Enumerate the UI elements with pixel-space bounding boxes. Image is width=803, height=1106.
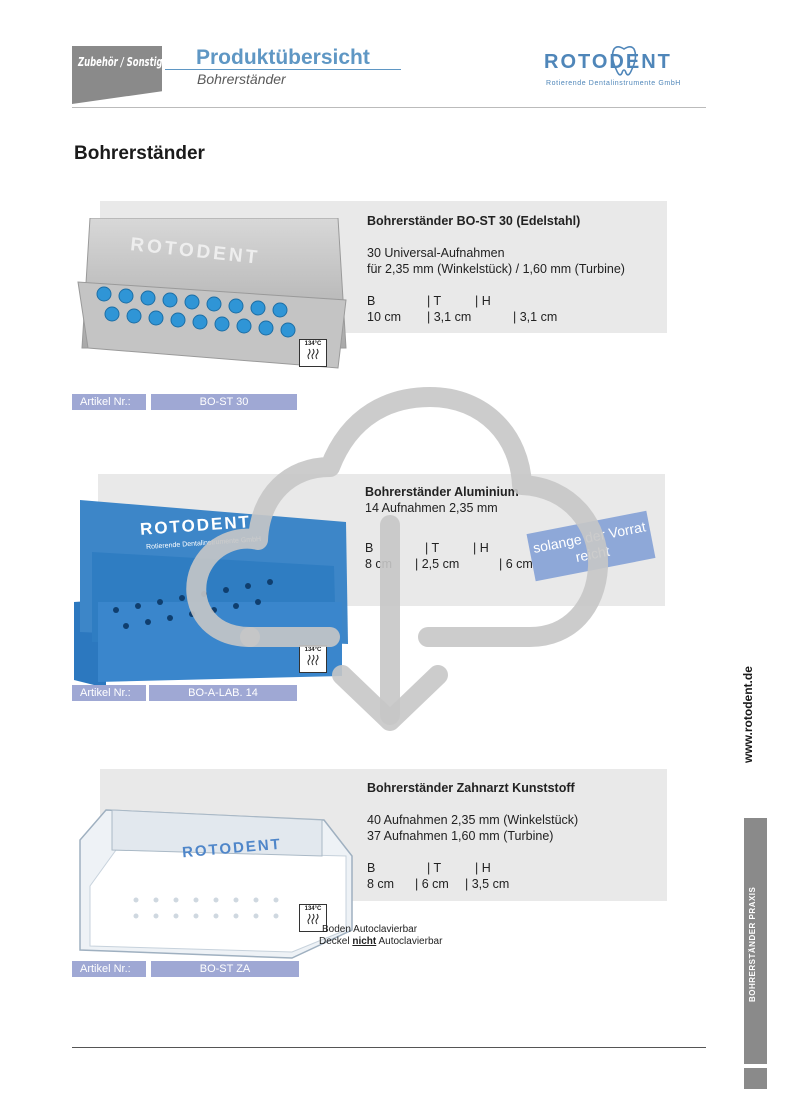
product-image-stainless-stand xyxy=(76,217,348,379)
category-tag: Zubehör / Sonstiges xyxy=(72,46,162,104)
product-desc-line: 30 Universal-Aufnahmen xyxy=(367,246,505,260)
dim-label: | H xyxy=(475,861,491,875)
steam-icon xyxy=(307,654,319,666)
product-name: Bohrerständer Aluminium xyxy=(365,485,519,499)
dim-value: | 6 cm xyxy=(415,877,449,891)
header-title: Produktübersicht xyxy=(196,46,370,69)
dim-label: | H xyxy=(475,294,491,308)
product-info-1: Bohrerständer BO-ST 30 (Edelstahl) 30 Un… xyxy=(367,213,625,325)
dim-value: | 6 cm xyxy=(499,557,533,571)
badge-temperature: 134°C xyxy=(304,647,322,653)
tooth-logo-icon xyxy=(609,43,639,84)
product-desc-line: 37 Aufnahmen 1,60 mm (Turbine) xyxy=(367,829,554,843)
article-number: BO-A-LAB. 14 xyxy=(149,685,297,701)
note-lid-bold: nicht xyxy=(352,936,377,947)
dim-value: | 3,1 cm xyxy=(513,310,558,324)
brand-tagline: Rotierende Dentalinstrumente GmbH xyxy=(546,80,681,87)
article-label: Artikel Nr.: xyxy=(72,394,146,410)
dim-label: | H xyxy=(473,541,489,555)
dimension-values: 8 cm | 6 cm | 3,5 cm xyxy=(367,876,578,892)
header-subtitle: Bohrerständer xyxy=(197,71,286,87)
dim-label: | T xyxy=(427,294,442,308)
dim-label: B xyxy=(367,861,376,875)
autoclave-note: Boden Autoclavierbar Deckel nicht Autocl… xyxy=(319,924,442,948)
brand-logo: ROTODENT xyxy=(544,51,672,73)
badge-temperature: 134°C xyxy=(304,341,322,347)
dimension-header: B | T | H xyxy=(365,540,533,556)
note-lid-pre: Deckel xyxy=(319,936,353,947)
dimension-header: B | T | H xyxy=(367,860,578,876)
section-side-tab: BOHRERSTÄNDER PRAXIS xyxy=(744,818,767,1064)
cloud-download-icon[interactable] xyxy=(180,375,620,750)
badge-temperature: 134°C xyxy=(304,906,322,912)
autoclave-134c-badge: 134°C xyxy=(299,339,327,367)
product-info-3: Bohrerständer Zahnarzt Kunststoff 40 Auf… xyxy=(367,780,578,892)
dim-value: 8 cm xyxy=(367,877,395,891)
product-desc-line: 14 Aufnahmen 2,35 mm xyxy=(365,501,498,515)
website-url-text[interactable]: www.rotodent.de xyxy=(741,666,755,763)
autoclave-134c-badge: 134°C xyxy=(299,904,327,932)
product-desc-line: 40 Aufnahmen 2,35 mm (Winkelstück) xyxy=(367,813,579,827)
header-underline xyxy=(165,69,401,70)
article-label: Artikel Nr.: xyxy=(72,961,146,977)
website-url[interactable]: www.rotodent.de xyxy=(741,645,771,765)
article-number: BO-ST ZA xyxy=(151,961,299,977)
product-image-aluminium-stand xyxy=(72,492,352,693)
dim-label: B xyxy=(365,541,374,555)
dim-label: | T xyxy=(427,861,442,875)
product-name: Bohrerständer BO-ST 30 (Edelstahl) xyxy=(367,214,581,228)
category-tag-label: Zubehör / Sonstiges xyxy=(78,55,174,69)
article-label: Artikel Nr.: xyxy=(72,685,146,701)
dim-label: B xyxy=(367,294,376,308)
steam-icon xyxy=(307,348,319,360)
product-desc-line: für 2,35 mm (Winkelstück) / 1,60 mm (Tur… xyxy=(367,262,625,276)
dim-value: | 2,5 cm xyxy=(415,557,460,571)
steam-icon xyxy=(307,913,319,925)
product-name: Bohrerständer Zahnarzt Kunststoff xyxy=(367,781,575,795)
header-divider xyxy=(72,107,706,108)
dim-value: | 3,5 cm xyxy=(465,877,510,891)
section-side-label: BOHRERSTÄNDER PRAXIS xyxy=(748,886,757,1002)
note-lid: Deckel nicht Autoclavierbar xyxy=(319,936,442,948)
note-lid-post: Autoclavierbar xyxy=(376,936,443,947)
footer-divider xyxy=(72,1047,706,1048)
article-number: BO-ST 30 xyxy=(151,394,297,410)
dimension-values: 10 cm | 3,1 cm | 3,1 cm xyxy=(367,309,625,325)
product-info-2: Bohrerständer Aluminium 14 Aufnahmen 2,3… xyxy=(365,484,533,572)
page-title: Bohrerständer xyxy=(74,143,205,164)
note-base: Boden Autoclavierbar xyxy=(322,924,418,935)
dim-value: 10 cm xyxy=(367,310,402,324)
dimension-header: B | T | H xyxy=(367,293,625,309)
product-image-plastic-stand xyxy=(76,790,356,965)
section-side-marker xyxy=(744,1068,767,1089)
dim-label: | T xyxy=(425,541,440,555)
dim-value: | 3,1 cm xyxy=(427,310,472,324)
